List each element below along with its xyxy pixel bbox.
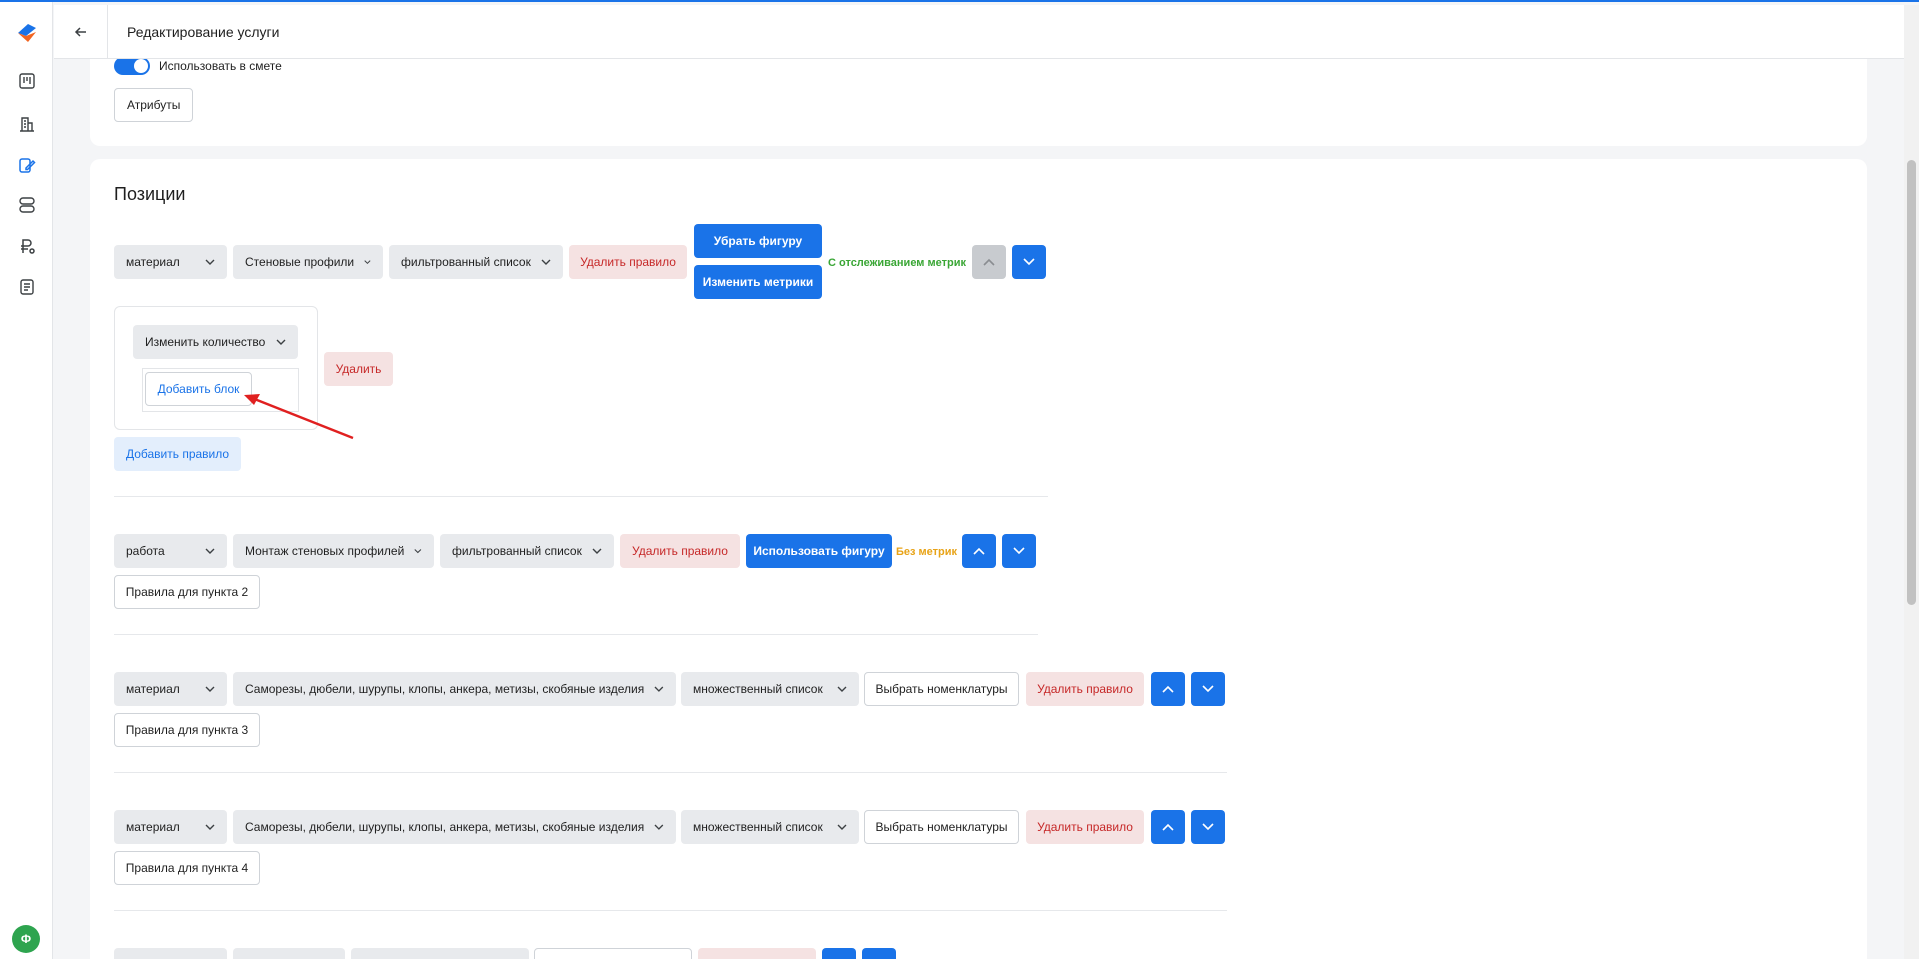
chevron-down-icon [654,686,664,692]
toggle-label: Использовать в смете [159,59,282,73]
choose-nomenclature-button[interactable]: Выбрать номенклатуры [864,672,1019,706]
document-icon[interactable] [16,276,38,298]
choose-nomenclature-button[interactable]: Выбрать номенклатуры [864,810,1019,844]
move-down-button[interactable] [1191,810,1225,844]
row-divider [114,496,1048,497]
list-select[interactable]: множественный список [681,810,859,844]
move-down-button[interactable] [862,948,896,959]
rule-action-select[interactable]: Изменить количество [133,325,298,359]
item-select[interactable]: Монтаж стеновых профилей [233,534,434,568]
choose-nomenclature-button[interactable] [534,948,692,959]
type-select[interactable]: материал [114,672,227,706]
item-select[interactable]: Саморезы, дюбели, шурупы, клопы, анкера,… [233,810,676,844]
item-select[interactable] [233,948,345,959]
chevron-down-icon [1013,547,1025,555]
type-select[interactable]: работа [114,534,227,568]
row-divider [114,772,1227,773]
rule-container [114,306,318,430]
ruble-icon[interactable] [16,235,38,257]
list-select[interactable]: фильтрованный список [389,245,563,279]
list-select[interactable]: множественный список [681,672,859,706]
chevron-up-icon [1162,823,1174,831]
row-divider [114,910,1227,911]
chevron-up-icon [973,547,985,555]
chevron-down-icon [364,260,371,265]
chevron-up-icon [983,258,995,266]
status-badge: Без метрик [896,546,958,558]
move-up-button[interactable] [1151,672,1185,706]
use-in-estimate-toggle[interactable] [114,57,150,75]
chevron-down-icon [541,259,551,265]
move-down-button[interactable] [1002,534,1036,568]
chevron-down-icon [1202,823,1214,831]
top-accent-line [0,0,1919,2]
row-divider [114,634,1038,635]
type-select[interactable] [114,948,227,959]
move-up-button[interactable] [962,534,996,568]
chevron-down-icon [205,548,215,554]
positions-card: Позиции материал Стеновые профили фильтр… [90,159,1867,959]
scrollbar[interactable] [1904,5,1919,959]
delete-rule-button[interactable]: Удалить правило [1026,672,1144,706]
server-icon[interactable] [16,194,38,216]
back-arrow-icon [74,27,86,37]
chevron-down-icon [205,686,215,692]
logo-icon[interactable] [14,22,38,44]
buildings-icon[interactable] [16,113,38,135]
remove-shape-button[interactable]: Убрать фигуру [694,224,822,258]
delete-rule-button[interactable]: Удалить правило [1026,810,1144,844]
move-up-button[interactable] [972,245,1006,279]
rules-for-item-button[interactable]: Правила для пункта 2 [114,575,260,609]
avatar[interactable]: Ф [12,925,40,953]
type-select[interactable]: материал [114,810,227,844]
chevron-down-icon [837,824,847,830]
rules-for-item-button[interactable]: Правила для пункта 4 [114,851,260,885]
chevron-down-icon [1202,685,1214,693]
chevron-down-icon [654,824,664,830]
move-down-button[interactable] [1012,245,1046,279]
add-block-button[interactable]: Добавить блок [145,372,252,406]
list-select[interactable]: фильтрованный список [440,534,614,568]
move-up-button[interactable] [1151,810,1185,844]
delete-rule-button[interactable]: Удалить правило [569,245,687,279]
delete-rule-block-button[interactable]: Удалить [324,352,393,386]
chevron-up-icon [1162,685,1174,693]
sidebar: Ф [0,0,53,959]
block-container [142,368,299,412]
use-shape-button[interactable]: Использовать фигуру [746,534,892,568]
back-button[interactable] [54,5,108,59]
chevron-down-icon [205,824,215,830]
item-select[interactable]: Стеновые профили [233,245,383,279]
type-select[interactable]: материал [114,245,227,279]
delete-rule-button[interactable]: Удалить правило [620,534,740,568]
header: Редактирование услуги [54,5,1904,59]
item-select[interactable]: Саморезы, дюбели, шурупы, клопы, анкера,… [233,672,676,706]
attributes-button[interactable]: Атрибуты [114,88,194,122]
move-up-button[interactable] [822,948,856,959]
rules-for-item-button[interactable]: Правила для пункта 3 [114,713,260,747]
move-down-button[interactable] [1191,672,1225,706]
list-select[interactable] [351,948,529,959]
chevron-down-icon [205,259,215,265]
scrollbar-thumb[interactable] [1907,160,1916,605]
chevron-down-icon [276,339,286,345]
chevron-down-icon [414,549,422,554]
section-title: Позиции [114,184,186,204]
chevron-down-icon [592,548,602,554]
page-title: Редактирование услуги [127,24,280,40]
edit-icon[interactable] [16,154,38,176]
board-icon[interactable] [16,70,38,92]
chevron-down-icon [1023,258,1035,266]
status-badge: С отслеживанием метрик [828,257,966,269]
change-metrics-button[interactable]: Изменить метрики [694,265,822,299]
add-rule-button[interactable]: Добавить правило [114,437,241,471]
chevron-down-icon [837,686,847,692]
delete-rule-button[interactable] [698,948,816,959]
